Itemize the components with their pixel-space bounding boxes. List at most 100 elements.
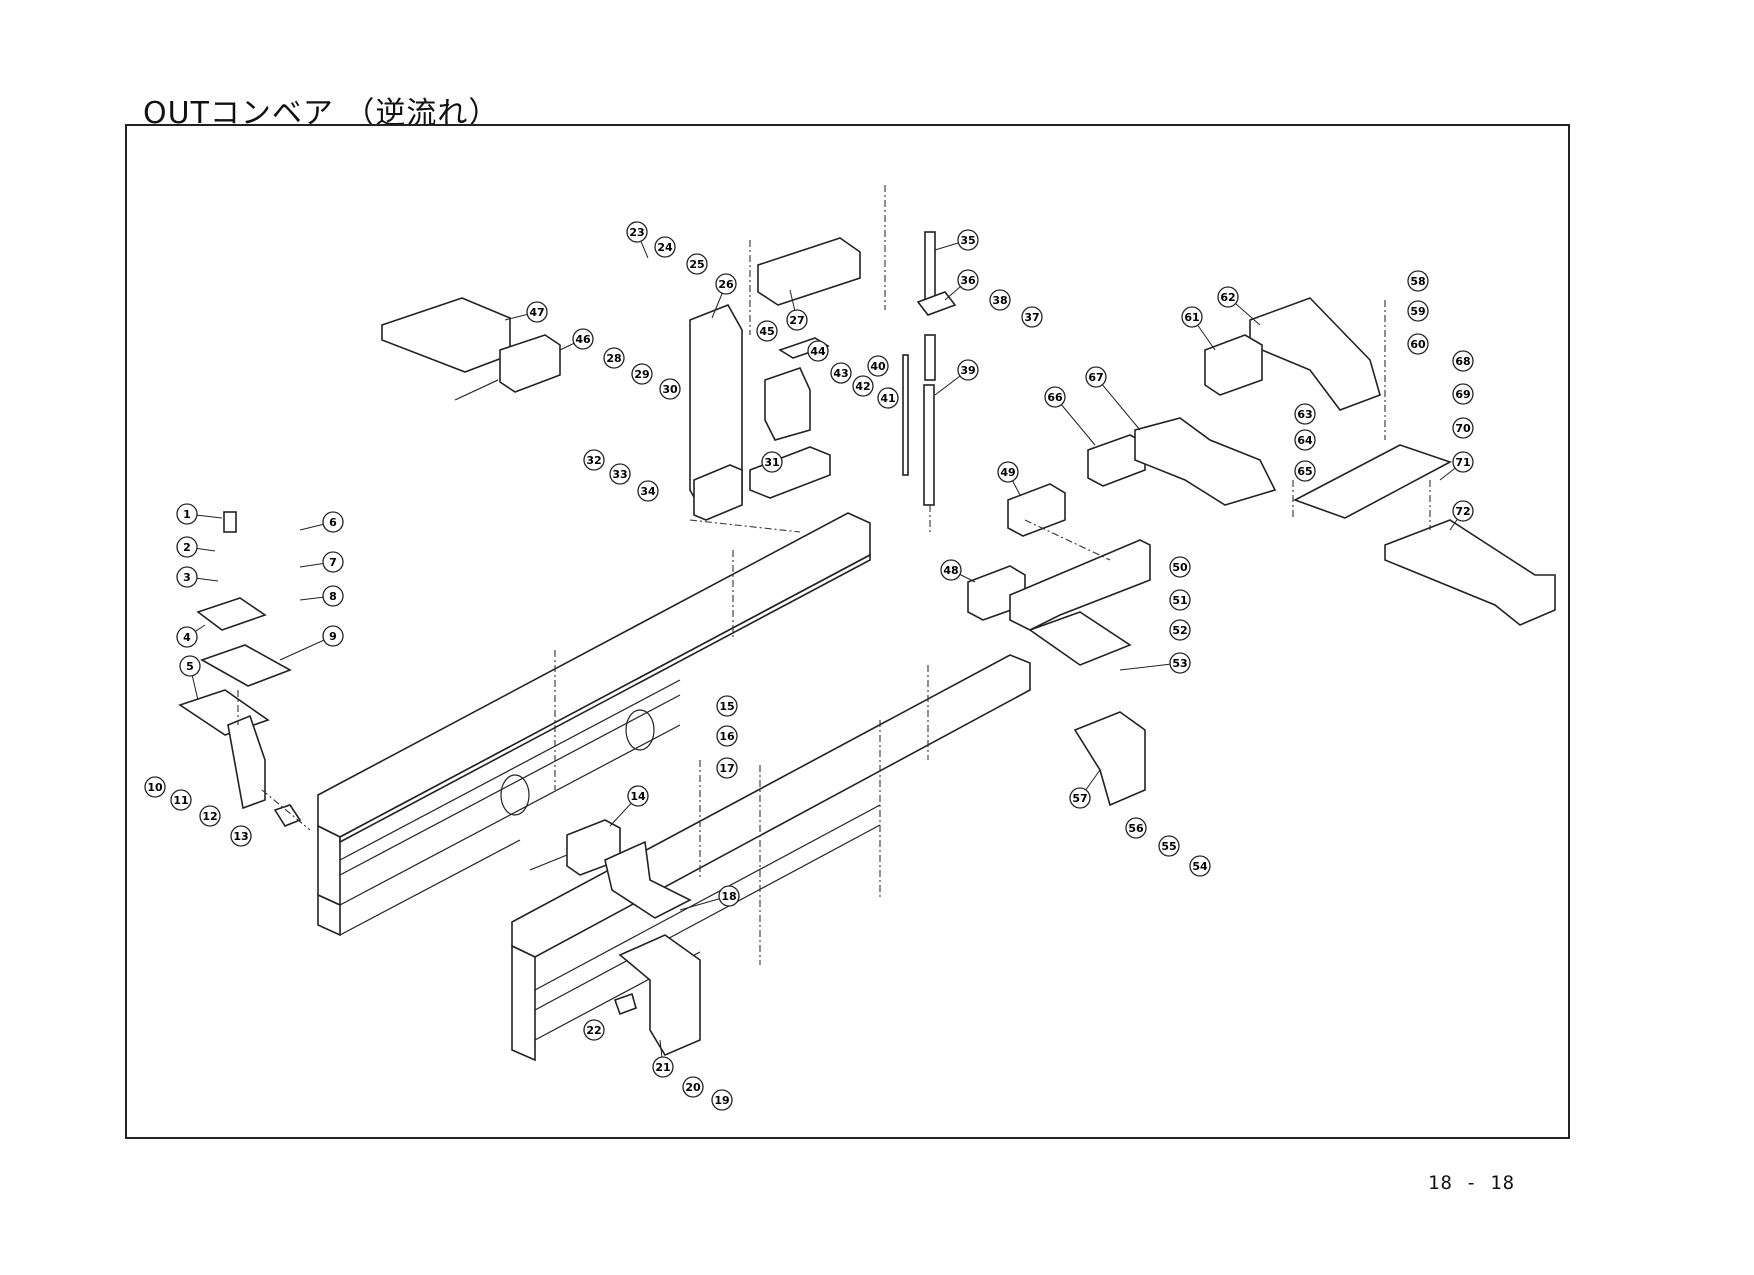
callout-number-66: 66 xyxy=(1047,391,1063,404)
callout-number-70: 70 xyxy=(1455,422,1471,435)
callout-24: 24 xyxy=(655,237,675,257)
callout-number-23: 23 xyxy=(629,226,644,239)
callout-15: 15 xyxy=(717,696,737,716)
callout-71: 71 xyxy=(1440,452,1473,480)
vertical-shaft-assembly xyxy=(903,232,955,535)
callout-61: 61 xyxy=(1182,307,1215,350)
callout-16: 16 xyxy=(717,726,737,746)
callout-45: 45 xyxy=(757,321,777,341)
callout-42: 42 xyxy=(853,376,873,396)
callout-number-52: 52 xyxy=(1172,624,1187,637)
callout-number-47: 47 xyxy=(529,306,544,319)
callout-4: 4 xyxy=(177,625,205,647)
callout-32: 32 xyxy=(584,450,604,470)
callout-number-2: 2 xyxy=(183,541,191,554)
callout-number-59: 59 xyxy=(1410,305,1425,318)
callout-number-55: 55 xyxy=(1161,840,1176,853)
conveyor-rail-rear xyxy=(318,513,870,935)
callout-number-5: 5 xyxy=(186,660,194,673)
callout-53: 53 xyxy=(1120,653,1190,673)
callout-6: 6 xyxy=(300,512,343,532)
callout-5: 5 xyxy=(180,656,200,700)
callout-23: 23 xyxy=(627,222,648,258)
callout-20: 20 xyxy=(683,1077,703,1097)
callout-58: 58 xyxy=(1408,271,1428,291)
callout-number-46: 46 xyxy=(575,333,591,346)
callout-41: 41 xyxy=(878,388,898,408)
callout-number-44: 44 xyxy=(810,345,826,358)
callout-number-30: 30 xyxy=(662,383,678,396)
callout-number-12: 12 xyxy=(202,810,217,823)
callout-40: 40 xyxy=(868,356,888,376)
callout-50: 50 xyxy=(1170,557,1190,577)
callout-number-51: 51 xyxy=(1172,594,1187,607)
callout-52: 52 xyxy=(1170,620,1190,640)
callout-72: 72 xyxy=(1450,501,1473,530)
callout-number-31: 31 xyxy=(764,456,779,469)
callout-number-39: 39 xyxy=(960,364,975,377)
callout-33: 33 xyxy=(610,464,630,484)
callout-number-36: 36 xyxy=(960,274,976,287)
callout-number-43: 43 xyxy=(833,367,848,380)
callout-number-38: 38 xyxy=(992,294,1007,307)
callout-number-18: 18 xyxy=(721,890,736,903)
callout-number-49: 49 xyxy=(1000,466,1015,479)
callout-number-34: 34 xyxy=(640,485,656,498)
callout-55: 55 xyxy=(1159,836,1179,856)
callout-number-15: 15 xyxy=(719,700,734,713)
callout-18: 18 xyxy=(680,886,739,910)
left-end-bracket-assembly xyxy=(180,512,310,830)
callout-number-56: 56 xyxy=(1128,822,1144,835)
callout-number-8: 8 xyxy=(329,590,337,603)
callout-number-69: 69 xyxy=(1455,388,1470,401)
callout-64: 64 xyxy=(1295,430,1315,450)
callout-number-54: 54 xyxy=(1192,860,1208,873)
callout-number-53: 53 xyxy=(1172,657,1187,670)
callout-44: 44 xyxy=(808,341,828,361)
callout-22: 22 xyxy=(584,1020,604,1040)
callout-number-50: 50 xyxy=(1172,561,1188,574)
callout-number-35: 35 xyxy=(960,234,975,247)
callout-39: 39 xyxy=(935,360,978,395)
callout-30: 30 xyxy=(660,379,680,399)
callout-number-72: 72 xyxy=(1455,505,1470,518)
callout-number-24: 24 xyxy=(657,241,673,254)
callout-69: 69 xyxy=(1453,384,1473,404)
callout-number-7: 7 xyxy=(329,556,337,569)
callout-number-3: 3 xyxy=(183,571,191,584)
callout-17: 17 xyxy=(717,758,737,778)
callout-38: 38 xyxy=(990,290,1010,310)
callout-67: 67 xyxy=(1086,367,1140,430)
callout-46: 46 xyxy=(560,329,593,350)
callout-14: 14 xyxy=(610,786,648,826)
callout-number-10: 10 xyxy=(147,781,163,794)
callout-70: 70 xyxy=(1453,418,1473,438)
callout-2: 2 xyxy=(177,537,215,557)
callout-number-68: 68 xyxy=(1455,355,1470,368)
callout-number-21: 21 xyxy=(655,1061,670,1074)
callout-number-29: 29 xyxy=(634,368,649,381)
callout-13: 13 xyxy=(231,826,251,846)
callout-number-45: 45 xyxy=(759,325,774,338)
callout-number-40: 40 xyxy=(870,360,886,373)
callout-34: 34 xyxy=(638,481,658,501)
callout-number-71: 71 xyxy=(1455,456,1470,469)
callout-number-26: 26 xyxy=(718,278,734,291)
callout-59: 59 xyxy=(1408,301,1428,321)
callout-28: 28 xyxy=(604,348,624,368)
callout-47: 47 xyxy=(505,302,547,322)
callout-number-57: 57 xyxy=(1072,792,1087,805)
callout-number-1: 1 xyxy=(183,508,191,521)
callout-56: 56 xyxy=(1126,818,1146,838)
callout-number-67: 67 xyxy=(1088,371,1103,384)
callout-12: 12 xyxy=(200,806,220,826)
callout-number-16: 16 xyxy=(719,730,735,743)
callout-number-61: 61 xyxy=(1184,311,1199,324)
callout-54: 54 xyxy=(1190,856,1210,876)
callout-number-62: 62 xyxy=(1220,291,1235,304)
callout-number-65: 65 xyxy=(1297,465,1312,478)
callout-number-33: 33 xyxy=(612,468,627,481)
callout-number-22: 22 xyxy=(586,1024,601,1037)
callout-number-13: 13 xyxy=(233,830,248,843)
